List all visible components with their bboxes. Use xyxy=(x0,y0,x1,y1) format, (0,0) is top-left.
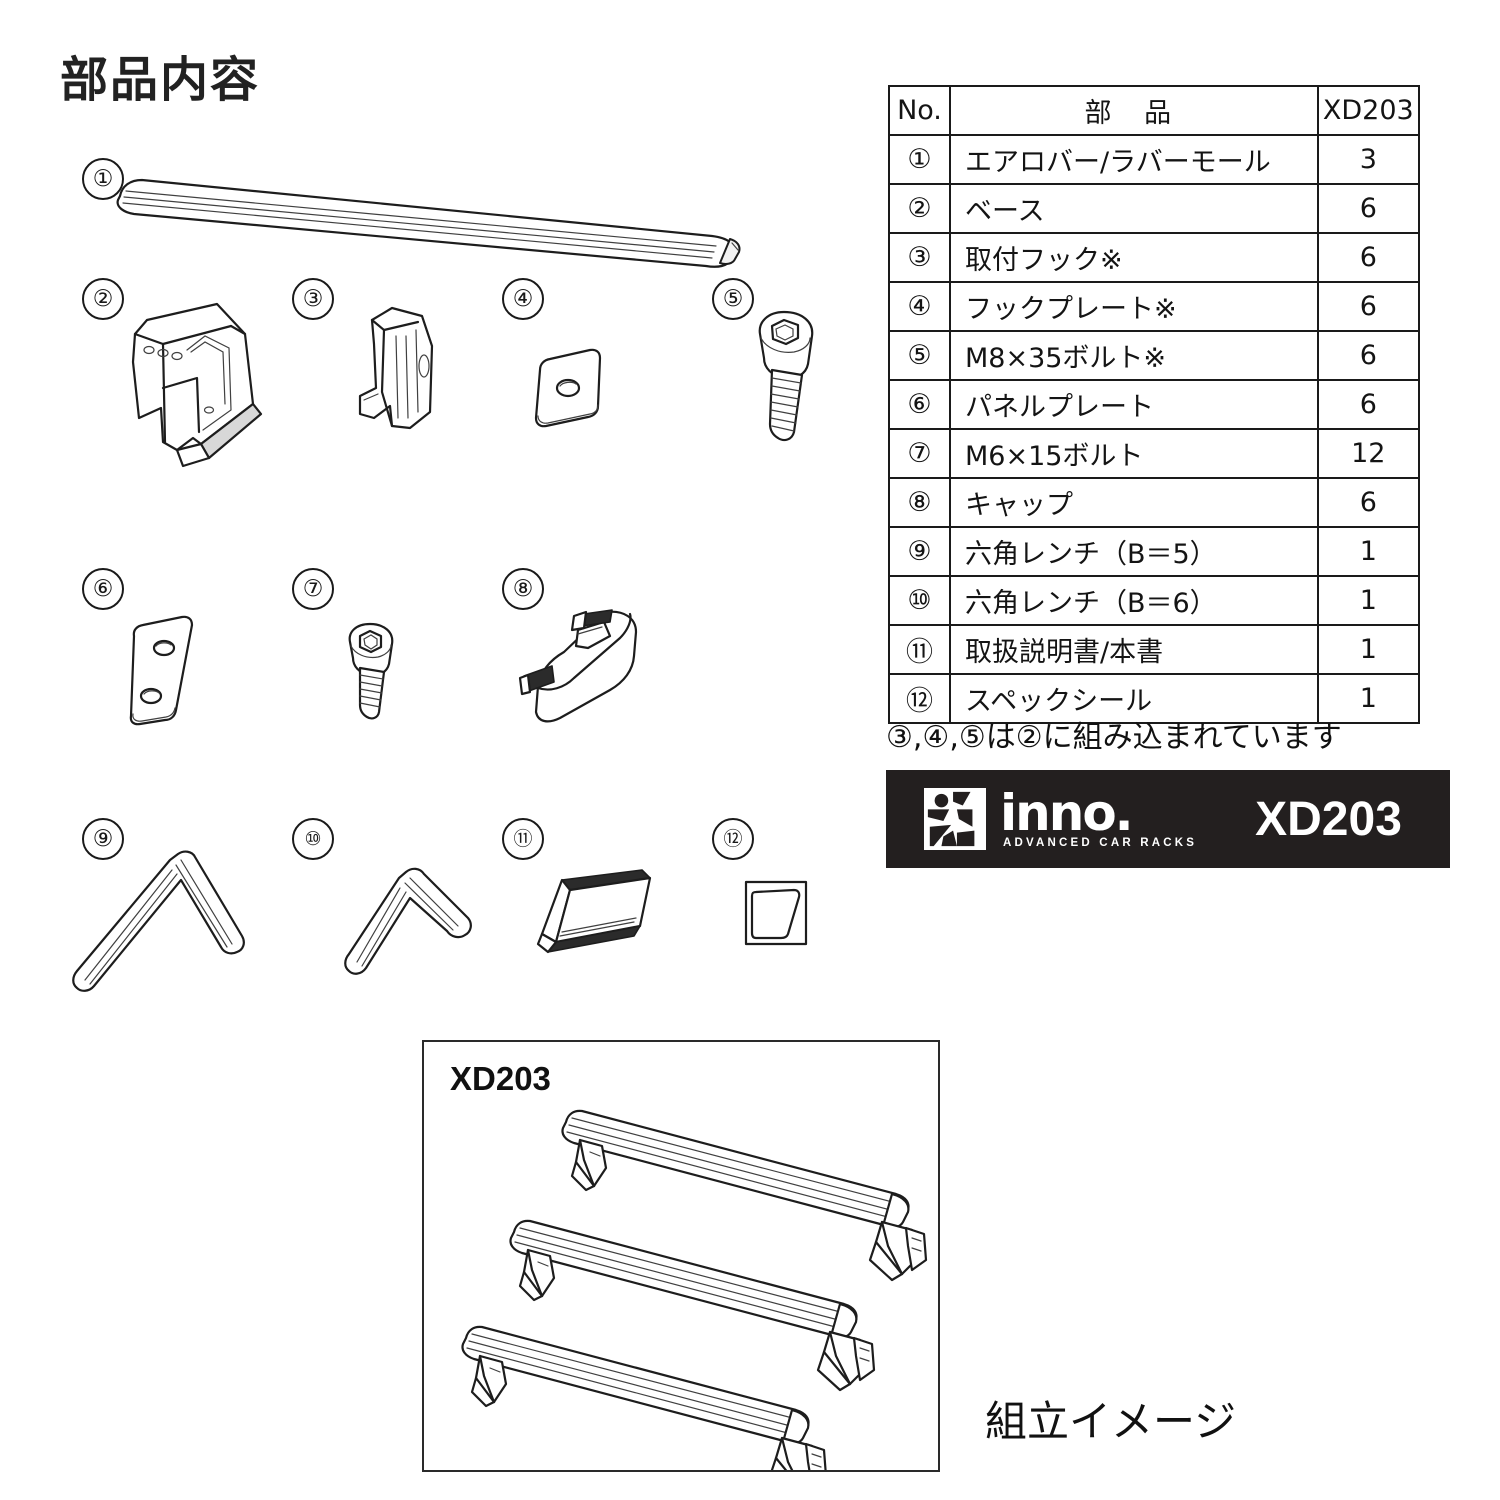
row-part-name: 取扱説明書/本書 xyxy=(948,624,1319,675)
assembly-panel-label: XD203 xyxy=(450,1060,551,1097)
row-number: ⑧ xyxy=(888,477,951,528)
end-cap-icon xyxy=(508,600,658,730)
table-header-row: No. 部 品 XD203 xyxy=(888,85,1421,136)
assembly-note: ③,④,⑤は②に組み込まれています xyxy=(886,720,1342,755)
part-number-4: ④ xyxy=(502,278,544,320)
row-part-name: ベース xyxy=(948,183,1319,234)
row-quantity: 12 xyxy=(1316,428,1421,479)
part-number-2: ② xyxy=(82,278,124,320)
row-part-name: パネルプレート xyxy=(948,379,1319,430)
row-part-name: キャップ xyxy=(948,477,1319,528)
header-name: 部 品 xyxy=(948,85,1319,136)
part-number-8: ⑧ xyxy=(502,568,544,610)
row-part-name: フックプレート※ xyxy=(948,281,1319,332)
row-quantity: 6 xyxy=(1316,379,1421,430)
row-quantity: 6 xyxy=(1316,281,1421,332)
aero-bar-icon xyxy=(112,160,752,270)
row-part-name: M6×15ボルト xyxy=(948,428,1319,479)
row-quantity: 1 xyxy=(1316,575,1421,626)
row-part-name: M8×35ボルト※ xyxy=(948,330,1319,381)
brand-model-code: XD203 xyxy=(1255,792,1402,846)
row-quantity: 1 xyxy=(1316,624,1421,675)
hook-plate-icon xyxy=(518,342,628,442)
hex-socket-bolt-short-icon xyxy=(336,620,426,730)
hex-wrench-large-icon xyxy=(60,840,270,1000)
parts-illustration-area: ① ② xyxy=(0,0,880,1020)
part-number-3: ③ xyxy=(292,278,334,320)
base-foot-icon xyxy=(105,292,285,477)
row-number: ② xyxy=(888,183,951,234)
part-number-6: ⑥ xyxy=(82,568,124,610)
row-part-name: エアロバー/ラバーモール xyxy=(948,134,1319,185)
part-number-11: ⑪ xyxy=(502,818,544,860)
row-number: ① xyxy=(888,134,951,185)
brand-banner: inno. ADVANCED CAR RACKS XD203 xyxy=(886,770,1450,868)
row-number: ⑨ xyxy=(888,526,951,577)
row-number: ④ xyxy=(888,281,951,332)
page-title: 部品内容 xyxy=(60,54,261,107)
row-quantity: 6 xyxy=(1316,477,1421,528)
part-number-5: ⑤ xyxy=(712,278,754,320)
row-number: ③ xyxy=(888,232,951,283)
manual-booklet-icon xyxy=(534,864,664,964)
part-number-9: ⑨ xyxy=(82,818,124,860)
row-quantity: 6 xyxy=(1316,330,1421,381)
part-number-10: ⑩ xyxy=(292,818,334,860)
row-quantity: 1 xyxy=(1316,526,1421,577)
brand-tagline: ADVANCED CAR RACKS xyxy=(1003,836,1198,849)
assembly-caption: 組立イメージ xyxy=(985,1397,1237,1446)
header-qty: XD203 xyxy=(1316,85,1421,136)
row-number: ⑥ xyxy=(888,379,951,430)
row-part-name: 六角レンチ（B＝6） xyxy=(948,575,1319,626)
hex-wrench-small-icon xyxy=(330,862,500,992)
mounting-hook-icon xyxy=(340,300,450,450)
header-no: No. xyxy=(888,85,951,136)
row-number: ⑦ xyxy=(888,428,951,479)
row-quantity: 6 xyxy=(1316,183,1421,234)
inno-figure-logo-icon xyxy=(924,788,986,850)
hex-socket-bolt-long-icon xyxy=(742,308,852,448)
panel-plate-icon xyxy=(118,612,228,732)
row-part-name: 取付フック※ xyxy=(948,232,1319,283)
row-part-name: 六角レンチ（B＝5） xyxy=(948,526,1319,577)
row-quantity: 1 xyxy=(1316,673,1421,724)
part-number-1: ① xyxy=(82,158,124,200)
spec-sticker-icon xyxy=(738,876,818,956)
row-quantity: 6 xyxy=(1316,232,1421,283)
row-number: ⑫ xyxy=(888,673,951,724)
row-quantity: 3 xyxy=(1316,134,1421,185)
assembly-image-panel: XD203 xyxy=(422,1040,940,1472)
row-number: ⑤ xyxy=(888,330,951,381)
row-number: ⑩ xyxy=(888,575,951,626)
roof-rack-assembly-icon xyxy=(461,1109,928,1470)
row-number: ⑪ xyxy=(888,624,951,675)
brand-wordmark: inno. ADVANCED CAR RACKS xyxy=(1000,783,1198,849)
part-number-12: ⑫ xyxy=(712,818,754,860)
part-number-7: ⑦ xyxy=(292,568,334,610)
row-part-name: スペックシール xyxy=(948,673,1319,724)
brand-name: inno. xyxy=(1000,783,1134,842)
